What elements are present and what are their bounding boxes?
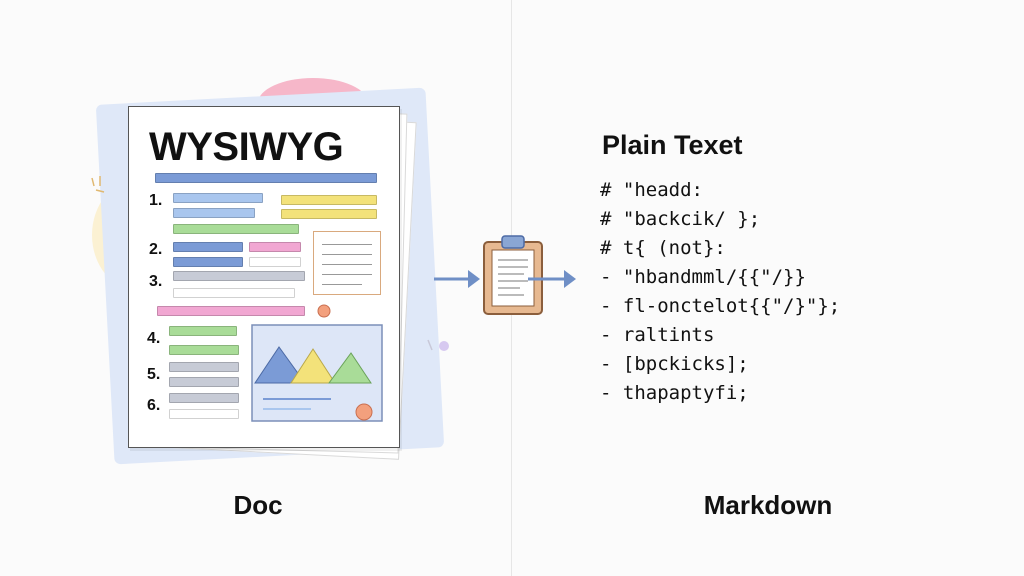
plain-text-title: Plain Texet: [602, 130, 743, 160]
clipboard-icon: [483, 235, 543, 315]
list-number: 2.: [149, 241, 163, 258]
text-bar: [173, 257, 243, 267]
markdown-caption: Markdown: [703, 490, 833, 520]
text-box: [313, 231, 381, 295]
text-bar: [169, 393, 239, 403]
right-arrow-icon: [528, 270, 576, 288]
right-arrow-icon: [434, 270, 480, 288]
doc-caption: Doc: [233, 490, 283, 520]
markdown-line: - raltints: [600, 324, 715, 346]
text-bar: [281, 209, 377, 219]
markdown-line: # "headd:: [600, 179, 703, 201]
markdown-line: # t{ (not}:: [600, 237, 726, 259]
list-number: 1.: [149, 192, 163, 209]
doc-header-bar: [155, 173, 377, 183]
sun-icon: [91, 176, 105, 193]
text-bar: [173, 193, 263, 203]
text-bar: [249, 242, 301, 252]
markdown-line: - [bpckicks];: [600, 353, 749, 375]
markdown-line: - fl-onctelot{{"/}"};: [600, 295, 841, 317]
text-bar: [169, 377, 239, 387]
text-bar: [169, 409, 239, 419]
text-bar: [249, 257, 301, 267]
markdown-line: - thapaptyfi;: [600, 382, 749, 404]
wysiwyg-document: WYSIWYG 1. 2. 3. 4. 5. 6.: [128, 106, 400, 448]
text-bar: [173, 224, 299, 234]
text-bar: [169, 326, 237, 336]
markdown-line: # "backcik/ };: [600, 208, 761, 230]
text-bar: [169, 362, 239, 372]
text-bar: [173, 288, 295, 298]
text-bar: [173, 208, 255, 218]
text-bar: [281, 195, 377, 205]
image-icon: [251, 304, 383, 422]
list-number: 6.: [147, 397, 161, 414]
text-bar: [157, 306, 305, 316]
list-number: 3.: [149, 273, 163, 290]
markdown-lines: # "headd: # "backcik/ }; # t{ (not}: - "…: [600, 176, 840, 408]
text-bar: [173, 242, 243, 252]
markdown-line: - "hbandmml/{{"/}}: [600, 266, 806, 288]
doc-title: WYSIWYG: [149, 125, 344, 169]
text-bar: [173, 271, 305, 281]
list-number: 5.: [147, 366, 161, 383]
list-number: 4.: [147, 330, 161, 347]
sun-icon: [427, 339, 449, 351]
text-bar: [169, 345, 239, 355]
